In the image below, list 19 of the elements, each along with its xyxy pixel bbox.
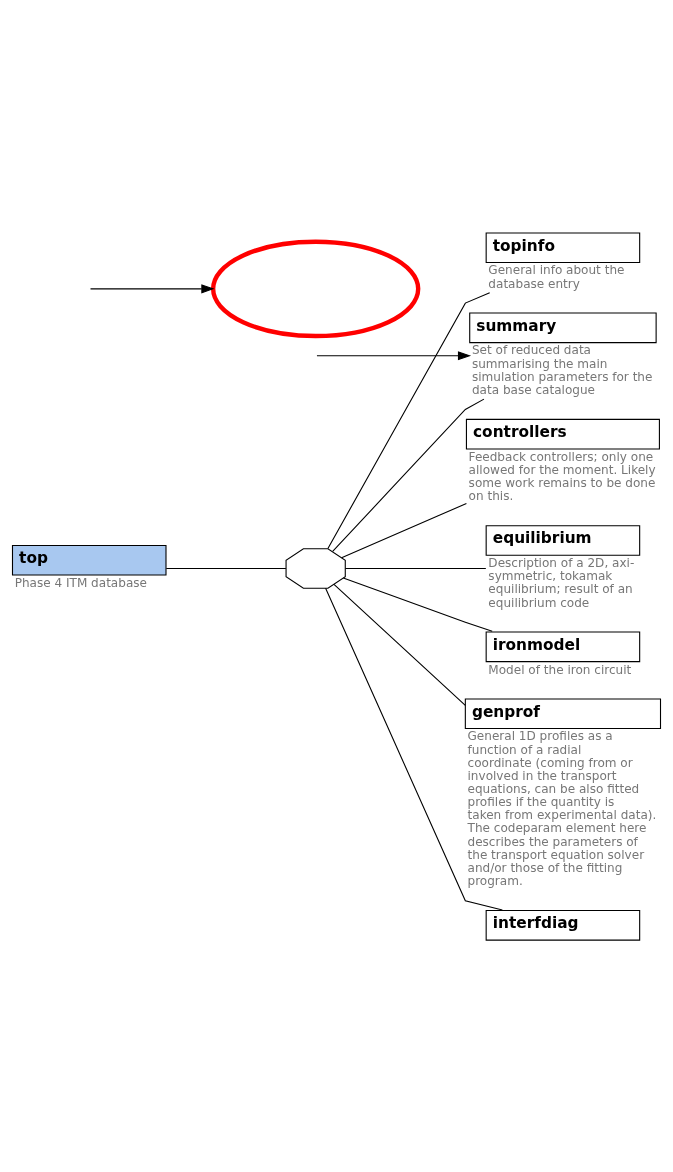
node-label: Description of a 2D, axi-symmetric, tokamak equilibrium; result of an equilibrium code: [488, 556, 635, 610]
connector: [333, 583, 466, 706]
node-label: General info about the database entry: [488, 263, 625, 291]
node-ellipse: [210, 239, 421, 339]
node-label: General 1D profiles as a function of a radial coordinate (coming from or involved in the transport equations, can be also fitted profiles if the quantity is taken from experimental data). The codeparam element here describes the parameters of the transport equation solver and/or those of the fitting program.: [467, 729, 657, 889]
connector: [325, 587, 503, 911]
connector: [341, 502, 467, 559]
node-label: Set of reduced data summarising the main simulation parameters for the data base catalogue: [471, 343, 653, 397]
connector: [342, 577, 493, 632]
connector: [332, 398, 485, 552]
connector: [344, 567, 487, 569]
node-label: Feedback controllers; only one allowed for the moment. Likely some work remains to be done on this.: [468, 449, 656, 504]
node-label: Model of the iron circuit: [488, 662, 632, 677]
node-octagon: [285, 548, 346, 589]
connector: [165, 567, 287, 569]
arrow: [316, 351, 472, 361]
node-label: Phase 4 ITM database: [14, 575, 147, 590]
connector: [327, 292, 491, 550]
arrow: [89, 284, 215, 294]
